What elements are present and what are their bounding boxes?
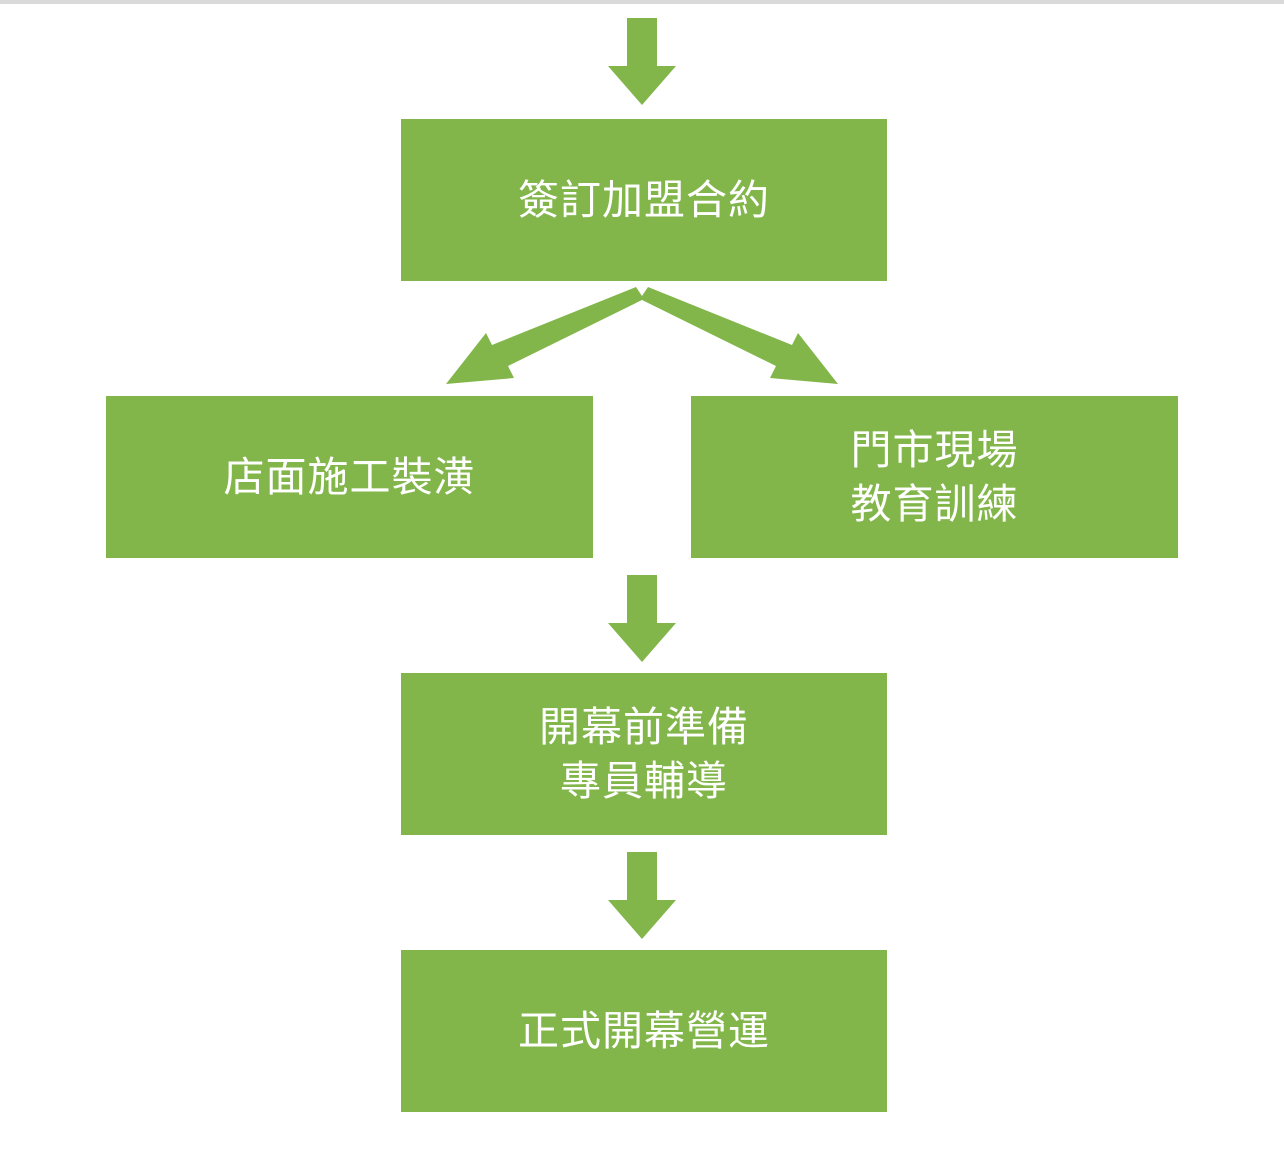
arrow-down-to-opening [608, 852, 676, 939]
step-sign-contract: 簽訂加盟合約 [401, 119, 887, 281]
arrow-down-to-preparation [608, 575, 676, 662]
step-sign-contract-label: 簽訂加盟合約 [518, 176, 770, 224]
step-pre-opening-label-line2: 專員輔導 [560, 757, 728, 805]
step-onsite-training-label-line2: 教育訓練 [850, 480, 1019, 528]
step-pre-opening-label-line1: 開幕前準備 [539, 703, 749, 751]
arrow-down-entry [608, 18, 676, 105]
step-onsite-training-label-line1: 門市現場 [850, 426, 1019, 474]
step-onsite-training: 門市現場 教育訓練 [691, 396, 1178, 558]
arrow-to-renovation [446, 287, 644, 384]
step-grand-opening-label: 正式開幕營運 [518, 1007, 770, 1055]
step-grand-opening: 正式開幕營運 [401, 950, 887, 1112]
step-store-renovation: 店面施工裝潢 [106, 396, 593, 558]
step-store-renovation-label: 店面施工裝潢 [223, 453, 476, 501]
top-divider [0, 0, 1284, 4]
step-pre-opening-preparation: 開幕前準備 專員輔導 [401, 673, 887, 835]
arrow-to-training [640, 287, 838, 384]
